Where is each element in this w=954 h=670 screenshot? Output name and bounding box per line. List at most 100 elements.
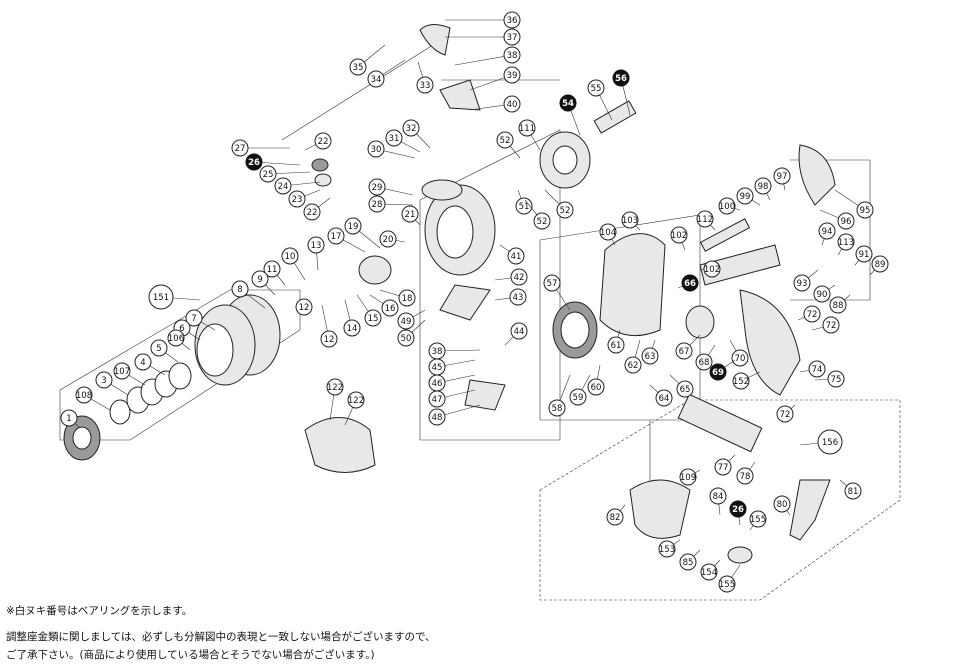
rotor-assembly bbox=[304, 24, 506, 473]
part-number: 107 bbox=[114, 367, 130, 377]
part-number: 102 bbox=[704, 265, 720, 275]
part-number: 153 bbox=[659, 545, 675, 555]
part-number: 29 bbox=[372, 183, 383, 193]
spool-lip bbox=[196, 323, 234, 377]
part-marker bbox=[288, 190, 306, 208]
part-label: 88 bbox=[829, 296, 847, 314]
part-number: 113 bbox=[838, 238, 854, 248]
part-label: 33 bbox=[416, 76, 434, 94]
part-number: 39 bbox=[507, 71, 518, 81]
part-label: 26 bbox=[245, 153, 263, 171]
part-marker bbox=[808, 360, 826, 378]
part-label: 113 bbox=[837, 233, 855, 251]
reel-foot-102 bbox=[699, 244, 781, 286]
part-label: 21 bbox=[401, 205, 419, 223]
oscillation-gear bbox=[685, 305, 715, 339]
part-label: 68 bbox=[695, 353, 713, 371]
part-label: 59 bbox=[569, 388, 587, 406]
part-marker bbox=[397, 312, 415, 330]
spool-assembly bbox=[63, 294, 281, 461]
part-label: 61 bbox=[607, 336, 625, 354]
part-marker bbox=[327, 227, 345, 245]
part-label: 48 bbox=[428, 408, 446, 426]
part-number: 38 bbox=[432, 347, 443, 357]
part-number: 67 bbox=[679, 347, 690, 357]
part-number: 26 bbox=[248, 158, 260, 168]
part-label: 27 bbox=[231, 139, 249, 157]
part-number: 91 bbox=[859, 250, 870, 260]
part-number: 58 bbox=[552, 404, 563, 414]
part-label: 5 bbox=[150, 339, 168, 357]
part-marker bbox=[624, 356, 642, 374]
part-label: 75 bbox=[827, 370, 845, 388]
part-number: 19 bbox=[348, 222, 359, 232]
part-label: 154 bbox=[700, 563, 718, 581]
part-label: 20 bbox=[379, 230, 397, 248]
part-label: 153 bbox=[658, 540, 676, 558]
part-marker bbox=[844, 482, 862, 500]
part-marker bbox=[837, 233, 855, 251]
part-number: 10 bbox=[285, 252, 296, 262]
part-marker bbox=[773, 495, 791, 513]
part-label: 52 bbox=[556, 201, 574, 219]
bail-holder bbox=[439, 284, 491, 321]
part-label: 84 bbox=[709, 487, 727, 505]
part-label: 70 bbox=[731, 349, 749, 367]
part-label: 18 bbox=[398, 289, 416, 307]
part-marker bbox=[428, 408, 446, 426]
part-number: 30 bbox=[371, 145, 382, 155]
part-number: 8 bbox=[237, 285, 242, 295]
rotor-cup bbox=[436, 205, 474, 259]
part-marker bbox=[773, 167, 791, 185]
part-marker bbox=[569, 388, 587, 406]
part-number: 80 bbox=[777, 500, 788, 510]
part-marker bbox=[503, 28, 521, 46]
part-number: 62 bbox=[628, 361, 639, 371]
part-marker bbox=[599, 223, 617, 241]
part-label: 19 bbox=[344, 217, 362, 235]
part-marker bbox=[367, 140, 385, 158]
part-marker bbox=[496, 131, 514, 149]
reel-body bbox=[599, 233, 666, 337]
part-marker bbox=[731, 349, 749, 367]
part-label: 47 bbox=[428, 390, 446, 408]
part-label: 122 bbox=[347, 391, 365, 409]
part-marker bbox=[368, 195, 386, 213]
part-marker bbox=[827, 370, 845, 388]
part-number: 102 bbox=[671, 231, 687, 241]
part-number: 38 bbox=[507, 51, 518, 61]
part-label: 38 bbox=[503, 46, 521, 64]
part-marker bbox=[655, 389, 673, 407]
part-marker bbox=[231, 139, 249, 157]
part-number: 50 bbox=[401, 334, 412, 344]
part-number: 85 bbox=[683, 558, 694, 568]
part-number: 70 bbox=[735, 354, 746, 364]
part-number: 82 bbox=[610, 513, 621, 523]
part-marker bbox=[150, 339, 168, 357]
part-label: 46 bbox=[428, 374, 446, 392]
part-marker bbox=[670, 226, 688, 244]
part-marker bbox=[274, 177, 292, 195]
body-assembly bbox=[539, 100, 836, 564]
part-number: 81 bbox=[848, 487, 859, 497]
part-label: 8 bbox=[231, 280, 249, 298]
part-marker bbox=[134, 353, 152, 371]
bail-spring-cover bbox=[439, 79, 481, 111]
part-marker bbox=[314, 132, 332, 150]
part-label: 155 bbox=[718, 575, 736, 593]
part-number: 35 bbox=[353, 63, 364, 73]
part-number: 156 bbox=[822, 438, 838, 448]
part-label: 16 bbox=[381, 299, 399, 317]
part-number: 152 bbox=[733, 377, 749, 387]
part-marker bbox=[675, 342, 693, 360]
bail-plate bbox=[464, 379, 506, 411]
main-shaft-112 bbox=[699, 218, 751, 252]
part-number: 17 bbox=[331, 232, 342, 242]
part-label: 72 bbox=[822, 316, 840, 334]
part-number: 64 bbox=[659, 394, 670, 404]
part-marker bbox=[709, 487, 727, 505]
part-marker bbox=[349, 58, 367, 76]
part-number: 72 bbox=[780, 410, 791, 420]
part-number: 106 bbox=[168, 334, 184, 344]
part-marker bbox=[621, 211, 639, 229]
